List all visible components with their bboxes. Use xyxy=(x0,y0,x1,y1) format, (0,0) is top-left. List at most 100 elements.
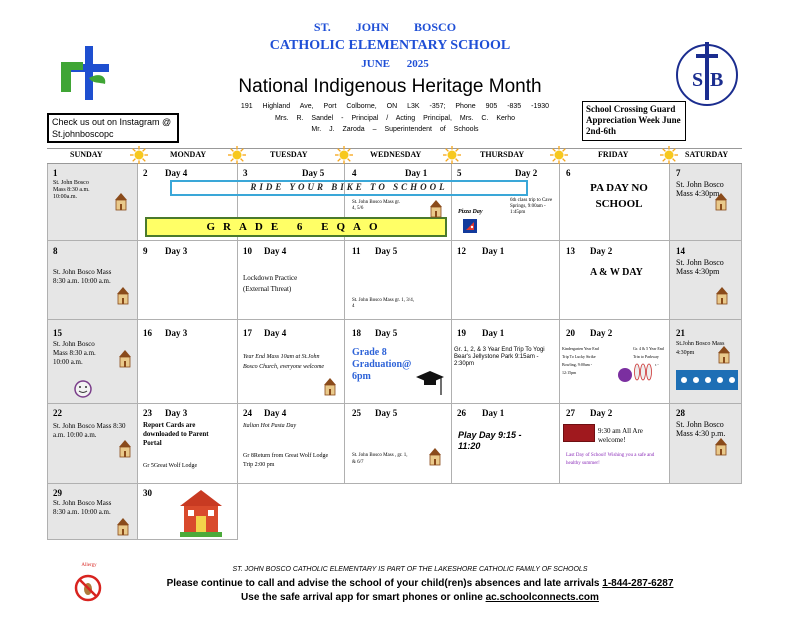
day-cycle: Day 2 xyxy=(515,168,538,178)
great-wolf-trip: Gr 5Great Wolf Lodge xyxy=(143,463,198,469)
day-cycle: Day 1 xyxy=(482,328,505,338)
church-icon xyxy=(715,438,727,456)
day-cycle: Day 5 xyxy=(375,328,398,338)
instagram-box: Check us out on Instagram @ St.johnbosco… xyxy=(47,113,179,143)
svg-text:B: B xyxy=(710,69,723,91)
day-cycle: Day 3 xyxy=(165,246,188,256)
mass-times: St. John Bosco Mass 4:30pm xyxy=(676,258,724,276)
day-number: 28 xyxy=(676,408,685,418)
calendar-cell xyxy=(238,164,345,241)
calendar-cell xyxy=(560,404,670,484)
pa-day-notice: PA DAY NO SCHOOL xyxy=(590,182,648,210)
footer-family-line: ST. JOHN BOSCO CATHOLIC ELEMENTARY IS PA… xyxy=(232,566,588,573)
church-icon xyxy=(119,440,131,458)
day-number: 22 xyxy=(53,408,62,418)
day-cycle: Day 2 xyxy=(590,408,613,418)
day-number: 26 xyxy=(457,408,466,418)
weekday-saturday: SATURDAY xyxy=(685,150,729,159)
lockdown-note: Lockdown Practice (External Threat) xyxy=(243,274,298,293)
church-icon xyxy=(117,518,129,536)
church-icon xyxy=(117,287,129,305)
day-number: 1 xyxy=(53,168,58,178)
day-number: 6 xyxy=(566,168,571,178)
schoolconnects-link[interactable]: ac.schoolconnects.com xyxy=(485,592,599,603)
school-cross-logo xyxy=(57,44,109,102)
sun-icon xyxy=(130,146,148,164)
day-number: 29 xyxy=(53,488,62,498)
calendar-cell xyxy=(138,164,238,241)
day-number: 12 xyxy=(457,246,466,256)
day-number: 7 xyxy=(676,168,681,178)
mass-note: St. John Bosco Mass gr. 1, 3/4, 4 xyxy=(352,298,414,309)
day-number: 21 xyxy=(676,328,685,338)
day-cycle: Day 4 xyxy=(264,328,287,338)
mass-times: St. John Bosco Mass 4:30pm xyxy=(676,180,724,198)
calendar-cell xyxy=(345,241,452,320)
church-icon xyxy=(430,200,442,218)
allergy-label: Allergy xyxy=(81,563,97,568)
mass-note: St. John Bosco Mass , gr. 1, & 6/7 xyxy=(352,453,408,465)
day-cycle: Day 5 xyxy=(302,168,325,178)
calendar-cell xyxy=(452,404,560,484)
absence-text: Please continue to call and advise the s… xyxy=(166,578,600,589)
calendar-cell xyxy=(560,320,670,404)
day-number: 16 xyxy=(143,328,152,338)
dance-graphic xyxy=(676,370,738,390)
church-icon xyxy=(718,346,730,364)
day-number: 15 xyxy=(53,328,62,338)
school-name-line1: ST. JOHN BOSCO xyxy=(313,20,457,34)
calendar-cell xyxy=(670,404,742,484)
calendar-cell xyxy=(138,241,238,320)
day-number: 19 xyxy=(457,328,466,338)
last-day-note: Last Day of School! Wishing you a safe a… xyxy=(566,453,655,466)
graduation-cap-icon xyxy=(416,371,444,395)
sun-icon xyxy=(660,146,678,164)
footer-absence-line: Please continue to call and advise the s… xyxy=(120,578,720,589)
day-number: 23 xyxy=(143,408,152,418)
weekday-wednesday: WEDNESDAY xyxy=(370,150,422,159)
sun-icon xyxy=(550,146,568,164)
play-day-note: Play Day 9:15 - 11:20 xyxy=(458,430,522,451)
sun-icon xyxy=(228,146,246,164)
weekday-friday: FRIDAY xyxy=(598,150,629,159)
day-number: 27 xyxy=(566,408,575,418)
mass-times: St. John Bosco Mass 8:30 a.m. 10:00 a.m. xyxy=(53,499,112,516)
day-cycle: Day 1 xyxy=(482,408,505,418)
class-trip-note: 6th class trip to Cave Springs, 9:00am -… xyxy=(510,198,553,215)
weekday-sunday: SUNDAY xyxy=(70,150,103,159)
day-number: 24 xyxy=(243,408,252,418)
day-number: 10 xyxy=(243,246,252,256)
day-number: 20 xyxy=(566,328,575,338)
calendar-cell xyxy=(452,320,560,404)
day-number: 8 xyxy=(53,246,58,256)
superintendent-line: Mr. J. Zaroda – Superintendent of School… xyxy=(311,126,479,133)
church-icon xyxy=(115,193,127,211)
church-icon xyxy=(716,287,728,305)
calendar-cell xyxy=(47,241,138,320)
day-cycle: Day 1 xyxy=(405,168,428,178)
footer-app-line: Use the safe arrival app for smart phone… xyxy=(120,592,720,603)
calendar-cell xyxy=(238,241,345,320)
calendar-cell xyxy=(670,241,742,320)
day-number: 4 xyxy=(352,168,357,178)
calendar-cell xyxy=(238,320,345,404)
day-cycle: Day 4 xyxy=(264,408,287,418)
calendar-cell xyxy=(560,241,670,320)
day-number: 25 xyxy=(352,408,361,418)
day-cycle: Day 3 xyxy=(165,408,188,418)
day-number: 3 xyxy=(243,168,248,178)
schoolhouse-icon xyxy=(180,490,222,537)
field-trip-note: Gr. 1, 2, & 3 Year End Trip To Yogi Bear… xyxy=(454,347,545,367)
day-number: 5 xyxy=(457,168,462,178)
pizza-icon xyxy=(463,219,477,233)
day-number: 11 xyxy=(352,246,361,256)
school-address: 191 Highland Ave, Port Colborne, ON L3K … xyxy=(240,103,550,110)
day-number: 30 xyxy=(143,488,152,498)
calendar-cell xyxy=(138,320,238,404)
absence-phone[interactable]: 1-844-287-6287 xyxy=(602,578,674,589)
calendar-cell xyxy=(452,164,560,241)
safe-arrival-text: Use the safe arrival app for smart phone… xyxy=(241,592,483,603)
day-number: 17 xyxy=(243,328,252,338)
calendar-cell xyxy=(452,241,560,320)
calendar-cell xyxy=(670,320,742,404)
